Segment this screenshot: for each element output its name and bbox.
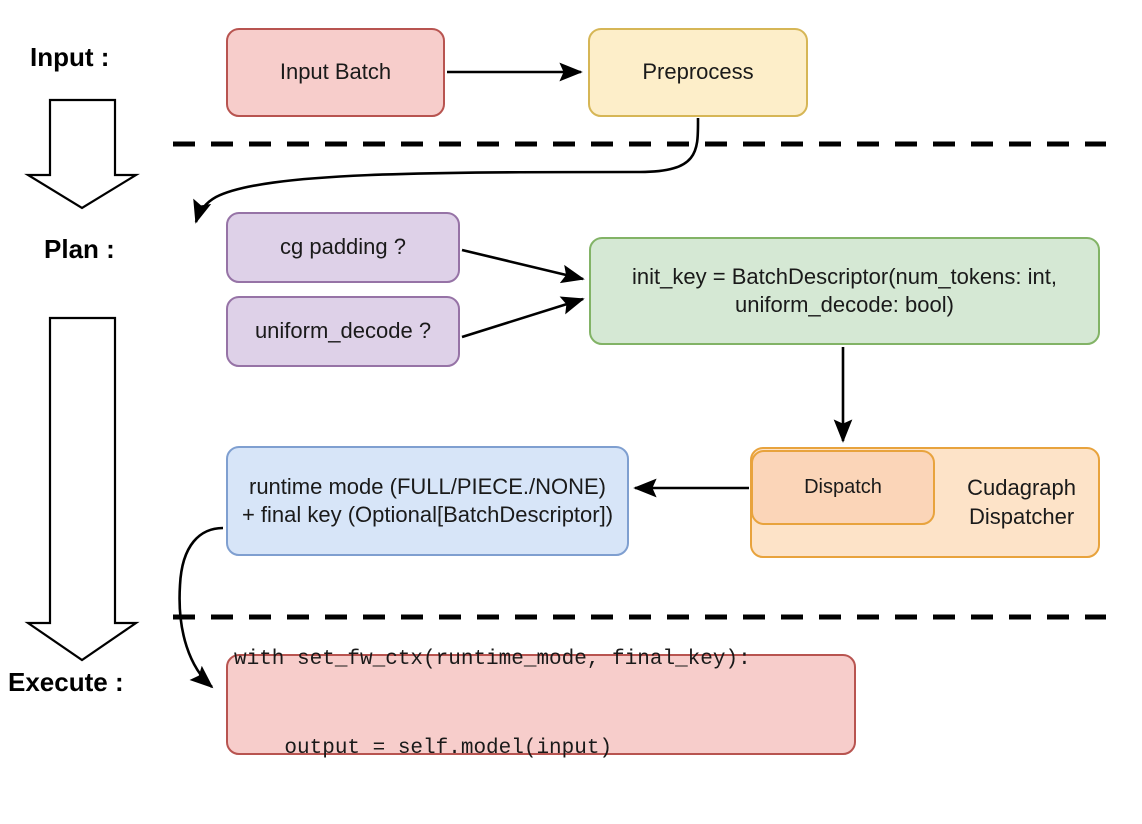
node-execute-code-text: with set_fw_ctx(runtime_mode, final_key)… bbox=[234, 585, 846, 824]
node-cg-padding[interactable]: cg padding ? bbox=[226, 212, 460, 283]
node-cudagraph-dispatcher-line-1: Cudagraph bbox=[967, 475, 1076, 501]
node-uniform-decode[interactable]: uniform_decode ? bbox=[226, 296, 460, 367]
stage-label-plan: Plan : bbox=[44, 234, 115, 264]
node-input-batch-label: Input Batch bbox=[279, 59, 392, 85]
node-execute-code[interactable]: with set_fw_ctx(runtime_mode, final_key)… bbox=[226, 648, 856, 760]
node-init-key-line-1: init_key = BatchDescriptor(num_tokens: i… bbox=[632, 263, 1057, 289]
node-init-key-text: init_key = BatchDescriptor(num_tokens: i… bbox=[599, 263, 1090, 319]
node-preprocess[interactable]: Preprocess bbox=[588, 28, 808, 117]
stage-label-execute: Execute : bbox=[8, 667, 124, 697]
stage-label-input: Input : bbox=[30, 42, 110, 72]
connector-preprocess-to-cg-padding bbox=[193, 117, 700, 224]
node-dispatch[interactable]: Dispatch bbox=[751, 450, 935, 525]
node-runtime-mode-text: runtime mode (FULL/PIECE./NONE) + final … bbox=[236, 473, 619, 529]
node-runtime-mode-line-2: + final key (Optional[BatchDescriptor]) bbox=[241, 502, 614, 527]
node-runtime-mode-line-1: runtime mode (FULL/PIECE./NONE) bbox=[249, 473, 606, 499]
node-runtime-mode[interactable]: runtime mode (FULL/PIECE./NONE) + final … bbox=[226, 446, 629, 556]
node-preprocess-label: Preprocess bbox=[642, 59, 754, 85]
node-init-key[interactable]: init_key = BatchDescriptor(num_tokens: i… bbox=[589, 237, 1100, 345]
node-execute-code-line-1: with set_fw_ctx(runtime_mode, final_key)… bbox=[234, 647, 751, 671]
node-cg-padding-label: cg padding ? bbox=[280, 234, 406, 260]
node-input-batch[interactable]: Input Batch bbox=[226, 28, 445, 117]
node-cudagraph-dispatcher-text: Cudagraph Dispatcher bbox=[967, 474, 1076, 530]
node-init-key-line-2: uniform_decode: bool) bbox=[735, 292, 954, 317]
node-execute-code-line-2: output = self.model(input) bbox=[234, 737, 613, 761]
node-cudagraph-dispatcher-line-2: Dispatcher bbox=[968, 503, 1075, 529]
input-to-plan-arrow bbox=[24, 98, 140, 210]
connector-cg-padding-to-init-key bbox=[461, 248, 585, 284]
node-dispatch-label: Dispatch bbox=[804, 475, 882, 498]
connector-uniform-decode-to-init-key bbox=[461, 296, 585, 339]
node-uniform-decode-label: uniform_decode ? bbox=[254, 318, 432, 344]
connector-runtime-mode-to-execute-code bbox=[178, 526, 224, 689]
plan-to-execute-arrow bbox=[24, 316, 140, 662]
diagram-canvas: Input : Plan : Execute : Input Batch Pre… bbox=[8, 28, 1106, 761]
